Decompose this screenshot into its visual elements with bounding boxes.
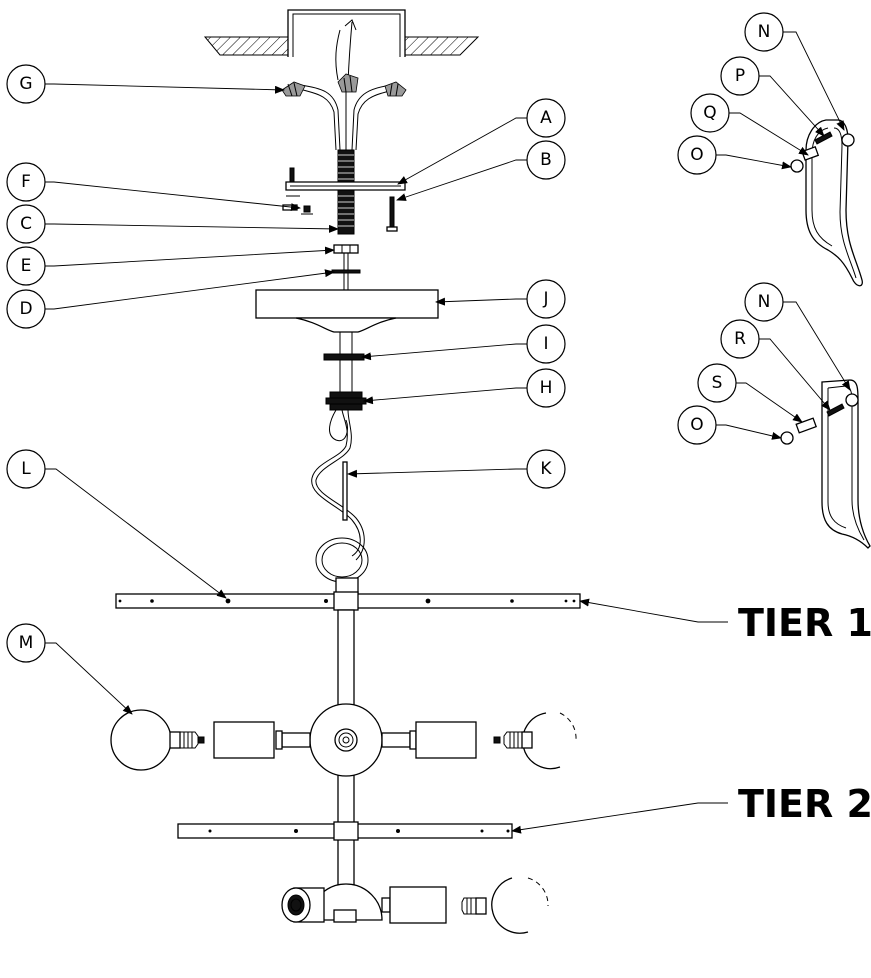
callout-R: R (720, 319, 760, 359)
callout-P: P (720, 56, 760, 96)
svg-text:I: I (543, 334, 548, 354)
svg-text:M: M (19, 633, 34, 653)
mounting-screw-right (386, 196, 398, 232)
tier2-socket-front (281, 887, 325, 923)
callout-L: L (6, 449, 46, 489)
svg-text:N: N (758, 292, 771, 312)
svg-text:O: O (690, 145, 703, 165)
svg-text:L: L (21, 459, 31, 479)
supply-wires (299, 19, 393, 151)
tier2-arm-right (381, 886, 447, 924)
svg-text:C: C (20, 214, 32, 234)
svg-text:G: G (19, 74, 32, 94)
wire-connector-left (281, 81, 306, 97)
callout-D: D (6, 289, 46, 329)
wire-loop (315, 537, 369, 583)
tier1-label: TIER 1 (738, 601, 871, 645)
callout-N-detail2: N (744, 282, 784, 322)
svg-text:A: A (540, 108, 552, 128)
svg-text:E: E (21, 256, 32, 276)
svg-text:P: P (735, 66, 745, 86)
callout-Q: Q (690, 93, 730, 133)
wire-clip (342, 461, 348, 521)
svg-text:Q: Q (703, 103, 716, 123)
callout-G: G (6, 64, 46, 104)
callout-O-detail1: O (677, 135, 717, 175)
callout-N-detail1: N (744, 12, 784, 52)
ground-screw (301, 205, 313, 215)
threaded-nipple (337, 149, 355, 235)
svg-text:J: J (542, 289, 548, 309)
rubber-spacer (323, 353, 365, 361)
leader-lines (44, 31, 851, 834)
tier2-label: TIER 2 (738, 782, 871, 826)
detail-view-1 (790, 119, 863, 287)
svg-text:B: B (540, 150, 552, 170)
svg-text:D: D (19, 299, 32, 319)
callout-I: I (526, 324, 566, 364)
callout-C: C (6, 204, 46, 244)
tier1-arm-left (213, 721, 311, 759)
wire-connector-center (337, 73, 359, 93)
callout-J: J (526, 279, 566, 319)
svg-text:O: O (690, 415, 703, 435)
callout-H: H (526, 368, 566, 408)
svg-text:F: F (21, 172, 31, 192)
washer (331, 269, 361, 274)
svg-text:K: K (540, 459, 552, 479)
tier1-bar (115, 591, 581, 611)
tier2-bar (177, 821, 513, 841)
tier1-hub (309, 703, 383, 777)
callout-F: F (6, 162, 46, 202)
junction-box (287, 9, 406, 57)
callout-O-detail2: O (677, 405, 717, 445)
callout-B: B (526, 140, 566, 180)
bulb-tier2-right (461, 877, 549, 934)
svg-text:N: N (758, 22, 771, 42)
hanging-wire (311, 409, 365, 561)
bulb-left (110, 709, 205, 771)
mounting-crossbar (285, 181, 406, 191)
canopy (255, 289, 439, 333)
canopy-collar (325, 391, 367, 411)
svg-text:R: R (734, 329, 746, 349)
hex-nut (333, 244, 359, 254)
wire-connector-right (384, 81, 407, 97)
svg-text:H: H (540, 378, 553, 398)
bulb-right (493, 712, 577, 770)
tier2-hub (309, 883, 383, 923)
callout-K: K (526, 449, 566, 489)
callout-S: S (697, 363, 737, 403)
callout-M: M (6, 623, 46, 663)
callout-A: A (526, 98, 566, 138)
tier1-arm-right (381, 721, 477, 759)
svg-text:S: S (712, 373, 723, 393)
callout-E: E (6, 246, 46, 286)
main-stem (337, 609, 355, 897)
